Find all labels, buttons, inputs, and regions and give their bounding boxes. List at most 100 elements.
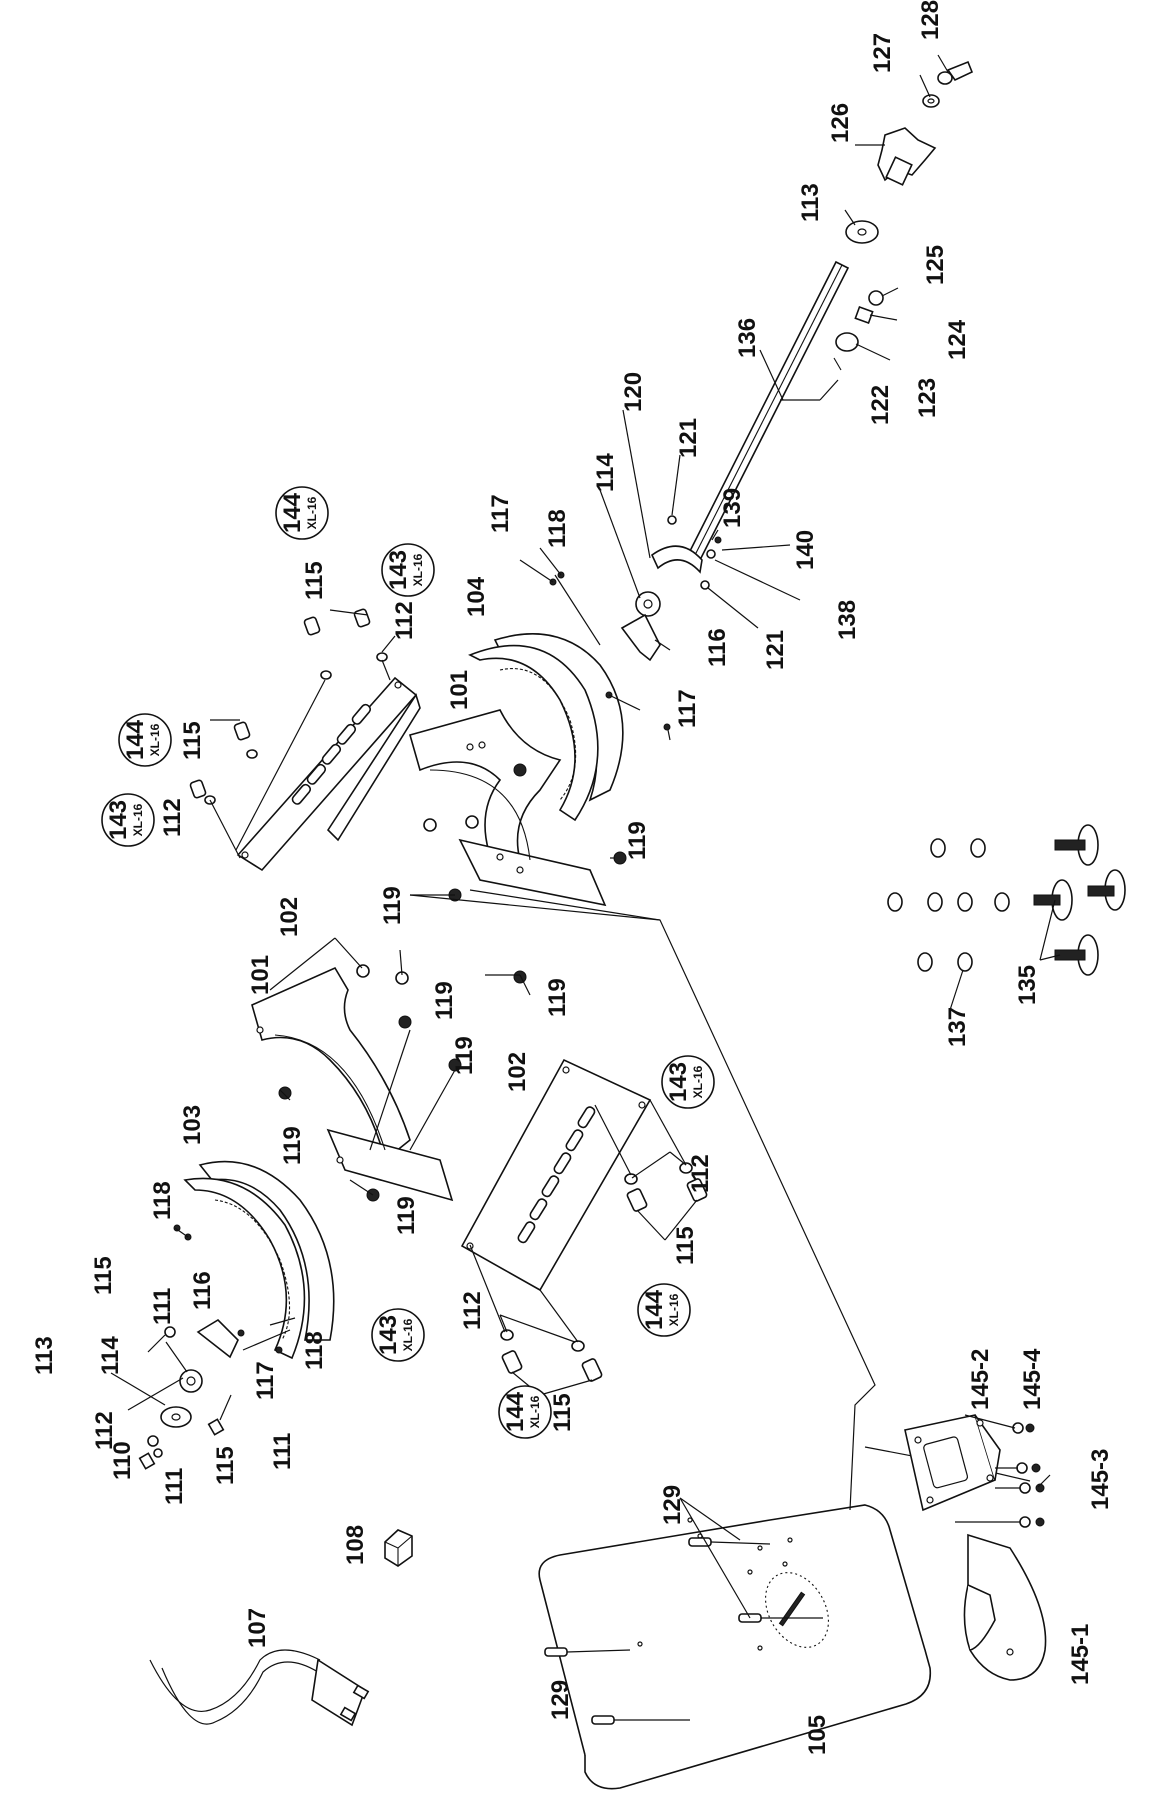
parts-129-screws xyxy=(544,1497,823,1725)
label-119-f: 119 xyxy=(279,1126,306,1165)
part-102-upper-plate xyxy=(236,676,421,872)
badge-143-upper-b: 143 XL-16 xyxy=(101,793,155,847)
badge-144-upper-b: 144 XL-16 xyxy=(118,713,172,767)
label-116-left: 116 xyxy=(189,1271,216,1310)
label-145-3: 145-3 xyxy=(1087,1449,1114,1510)
label-136: 136 xyxy=(734,318,761,358)
part-104-arc-rack xyxy=(468,633,624,822)
label-139: 139 xyxy=(719,488,746,528)
part-114-gear-top xyxy=(635,591,661,617)
label-135: 135 xyxy=(1014,965,1041,1005)
label-115-left-a: 115 xyxy=(90,1256,117,1295)
label-114-left: 114 xyxy=(97,1336,124,1375)
parts-145-3-145-4-screws xyxy=(955,1414,1051,1528)
label-112-left: 112 xyxy=(91,1411,118,1450)
part-127-washer xyxy=(922,94,940,108)
label-111-left-c: 111 xyxy=(269,1433,296,1470)
label-112-upper-a: 112 xyxy=(391,601,418,640)
svg-text:XL-16: XL-16 xyxy=(667,1293,681,1326)
part-123-bushing xyxy=(835,332,859,352)
foot-1 xyxy=(1054,824,1099,866)
leaders-119-left xyxy=(269,937,456,1196)
parts-115-112-upper xyxy=(189,608,396,859)
label-140: 140 xyxy=(792,530,819,570)
badge-143-lower-a: 143 XL-16 xyxy=(661,1055,715,1109)
label-117-left: 117 xyxy=(252,1361,279,1400)
label-112-lower-b: 112 xyxy=(459,1291,486,1330)
parts-119-left-nuts xyxy=(278,964,462,1202)
label-107: 107 xyxy=(244,1608,271,1648)
label-105: 105 xyxy=(804,1715,831,1755)
parts-117-118-pins-right xyxy=(519,547,671,741)
part-101-left-frame xyxy=(251,966,454,1202)
label-138: 138 xyxy=(834,600,861,640)
label-126: 126 xyxy=(827,103,854,143)
part-101-right-frame xyxy=(409,709,607,907)
svg-text:XL-16: XL-16 xyxy=(401,1318,415,1351)
svg-text:144: 144 xyxy=(122,719,149,760)
part-122-pin xyxy=(833,357,842,371)
leader-assembly-to-table xyxy=(469,889,876,1511)
label-145-1: 145-1 xyxy=(1067,1624,1094,1685)
badge-144-lower-a: 144 XL-16 xyxy=(637,1283,691,1337)
svg-text:143: 143 xyxy=(105,800,132,840)
label-123: 123 xyxy=(914,378,941,418)
part-124-spring xyxy=(854,305,874,325)
label-145-4: 145-4 xyxy=(1019,1348,1046,1410)
label-117-mid: 117 xyxy=(674,689,701,728)
label-120: 120 xyxy=(620,372,647,412)
parts-115-112-lower xyxy=(469,1099,708,1396)
label-118-left: 118 xyxy=(149,1181,176,1220)
label-112-upper-b: 112 xyxy=(159,798,186,837)
parts-137-nuts xyxy=(887,838,1010,1011)
label-115-upper-b: 115 xyxy=(179,721,206,760)
badge-143-upper-a: 143 XL-16 xyxy=(381,543,435,597)
label-125: 125 xyxy=(922,245,949,285)
part-120-clamp xyxy=(650,545,703,574)
badge-143-lower-b: 143 XL-16 xyxy=(371,1308,425,1362)
label-103: 103 xyxy=(179,1105,206,1145)
part-113-washer-top xyxy=(845,220,879,244)
part-145-2-bracket xyxy=(904,1414,1001,1512)
leaders-top-right xyxy=(599,54,949,651)
svg-text:XL-16: XL-16 xyxy=(131,803,145,836)
part-125-bolt xyxy=(868,290,884,306)
part-114-gear-left xyxy=(179,1369,203,1393)
part-136-rod-assembly xyxy=(686,260,850,562)
part-126-star-knob xyxy=(877,127,937,186)
svg-text:144: 144 xyxy=(502,1391,529,1432)
foot-2 xyxy=(1033,879,1073,921)
label-119-g: 119 xyxy=(393,1196,420,1235)
part-108-block xyxy=(384,1529,413,1567)
label-113-left: 113 xyxy=(31,1336,58,1375)
label-115-lower-a: 115 xyxy=(672,1226,699,1265)
svg-text:144: 144 xyxy=(279,492,306,533)
svg-text:143: 143 xyxy=(375,1315,402,1355)
svg-text:XL-16: XL-16 xyxy=(411,553,425,586)
label-115-lower-b: 115 xyxy=(549,1393,576,1432)
part-116-bracket-top xyxy=(620,613,661,662)
label-116-top: 116 xyxy=(704,628,731,667)
svg-text:XL-16: XL-16 xyxy=(148,723,162,756)
label-121-top: 121 xyxy=(675,418,702,458)
label-115-left-b: 115 xyxy=(212,1446,239,1485)
label-119-a: 119 xyxy=(624,821,651,860)
part-103-left-arc xyxy=(183,1160,335,1360)
label-117-top: 117 xyxy=(487,494,514,533)
part-102-lower-plate xyxy=(460,1058,652,1292)
label-137: 137 xyxy=(944,1007,971,1047)
label-119-d: 119 xyxy=(431,981,458,1020)
label-108: 108 xyxy=(342,1525,369,1565)
part-113-washer-left xyxy=(160,1406,192,1428)
label-110: 110 xyxy=(109,1441,136,1480)
label-119-b: 119 xyxy=(379,886,406,925)
part-128-thumb-screw xyxy=(937,60,974,85)
label-119-c: 119 xyxy=(544,978,571,1017)
parts-110-111-112-115-left-small xyxy=(110,1326,232,1470)
badge-144-upper-a: 144 XL-16 xyxy=(275,486,329,540)
label-113-top: 113 xyxy=(797,183,824,222)
label-129-a: 129 xyxy=(659,1485,686,1525)
label-111-left-b: 111 xyxy=(161,1468,188,1505)
part-105-table xyxy=(538,1504,932,1790)
